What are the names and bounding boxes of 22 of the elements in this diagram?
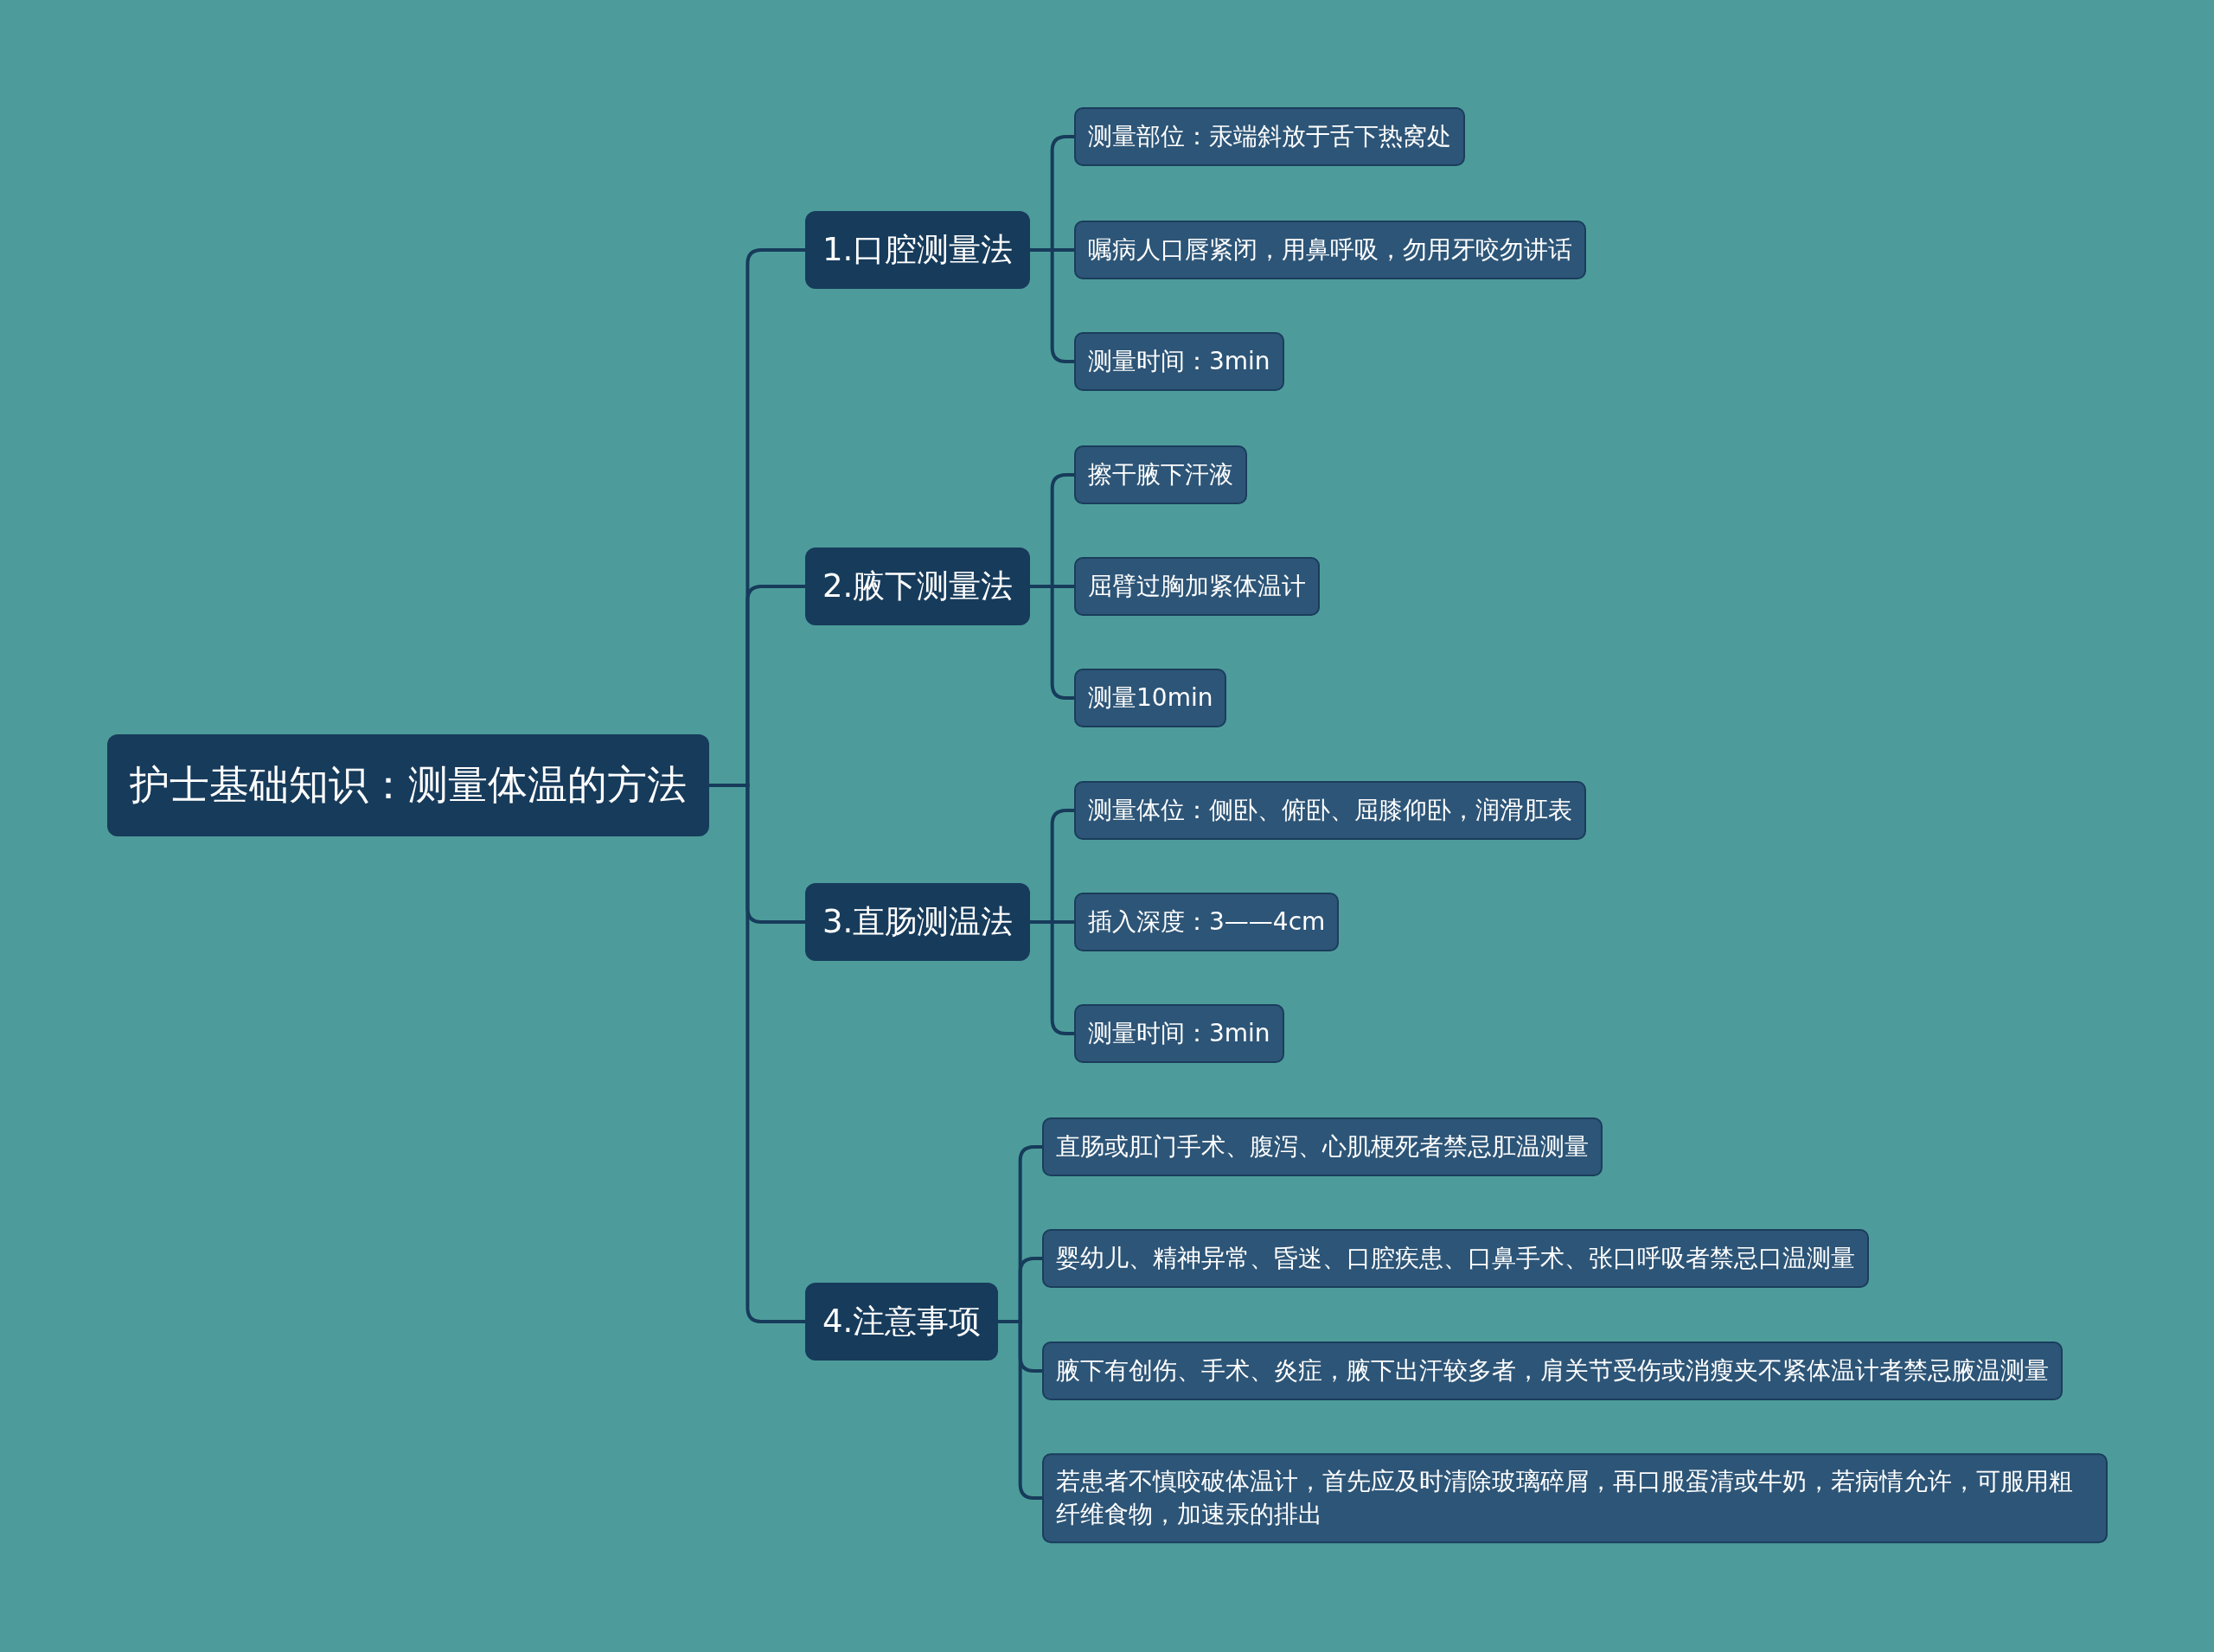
subtopic-box: 婴幼儿、精神异常、昏迷、口腔疾患、口鼻手术、张口呼吸者禁忌口温测量 — [1042, 1229, 1869, 1288]
subtopic-box: 测量时间：3min — [1074, 1004, 1284, 1063]
branch-topic: 3.直肠测温法 — [805, 883, 1031, 961]
subtopic-box: 腋下有创伤、手术、炎症，腋下出汗较多者，肩关节受伤或消瘦夹不紧体温计者禁忌腋温测量 — [1042, 1341, 2063, 1400]
subtopic-box: 测量时间：3min — [1074, 332, 1284, 391]
connector-line — [1030, 585, 1074, 700]
connector-line — [998, 1320, 1042, 1500]
subtopic-box: 擦干腋下汗液 — [1074, 445, 1247, 504]
subtopic-box: 插入深度：3——4cm — [1074, 893, 1340, 951]
subtopic-box: 测量部位：汞端斜放于舌下热窝处 — [1074, 107, 1465, 166]
subtopic-box: 屈臂过胸加紧体温计 — [1074, 557, 1320, 616]
subtopic-box: 若患者不慎咬破体温计，首先应及时清除玻璃碎屑，再口服蛋清或牛奶，若病情允许，可服用粗纤维食物，加速汞的排出 — [1042, 1453, 2108, 1543]
subtopic-box: 嘱病人口唇紧闭，用鼻呼吸，勿用牙咬勿讲话 — [1074, 221, 1586, 279]
subtopic-box: 直肠或肛门手术、腹泻、心肌梗死者禁忌肛温测量 — [1042, 1117, 1603, 1176]
branch-topic: 1.口腔测量法 — [805, 211, 1031, 289]
connector-line — [1030, 248, 1074, 363]
subtopic-box: 测量10min — [1074, 669, 1227, 727]
subtopic-box: 测量体位：侧卧、俯卧、屈膝仰卧，润滑肛表 — [1074, 781, 1586, 840]
branch-topic: 4.注意事项 — [805, 1283, 999, 1361]
root-topic: 护士基础知识：测量体温的方法 — [107, 734, 709, 836]
branch-topic: 2.腋下测量法 — [805, 547, 1031, 625]
connector-line — [1030, 920, 1074, 1035]
